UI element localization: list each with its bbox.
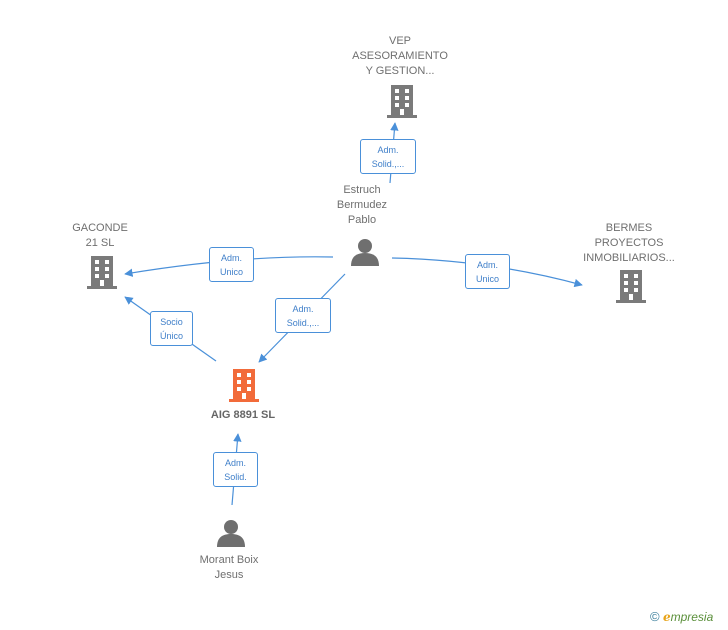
building-icon-bermes [616, 270, 646, 303]
edge-label-estruch-aig: Adm. Solid.,... [275, 298, 331, 333]
building-icon-aig [229, 369, 259, 402]
person-icon-morant [217, 520, 245, 547]
node-label-gaconde[interactable]: GACONDE 21 SL [72, 222, 128, 249]
node-label-vep[interactable]: VEP ASESORAMIENTO Y GESTION... [352, 35, 448, 77]
building-icon-vep [387, 85, 417, 118]
node-label-estruch[interactable]: Estruch Bermudez Pablo [336, 184, 388, 226]
edge-label-estruch-vep: Adm. Solid.,... [360, 139, 416, 174]
edge-label-morant-aig: Adm. Solid. [213, 452, 258, 487]
edge-label-estruch-gaconde: Adm. Unico [209, 247, 254, 282]
edge-label-estruch-bermes: Adm. Unico [465, 254, 510, 289]
person-icon-estruch [351, 239, 379, 266]
copyright-symbol: © [650, 609, 660, 624]
building-icon-gaconde [87, 256, 117, 289]
node-label-morant[interactable]: Morant Boix Jesus [199, 554, 259, 581]
edge-label-aig-gaconde: Socio Único [150, 311, 193, 346]
node-label-aig[interactable]: AIG 8891 SL [210, 409, 276, 421]
node-label-bermes[interactable]: BERMES PROYECTOS INMOBILIARIOS... [583, 222, 675, 264]
brand-initial: e [662, 610, 671, 624]
empresia-logo[interactable]: © empresia [650, 609, 713, 624]
brand-name: mpresia [670, 610, 714, 624]
